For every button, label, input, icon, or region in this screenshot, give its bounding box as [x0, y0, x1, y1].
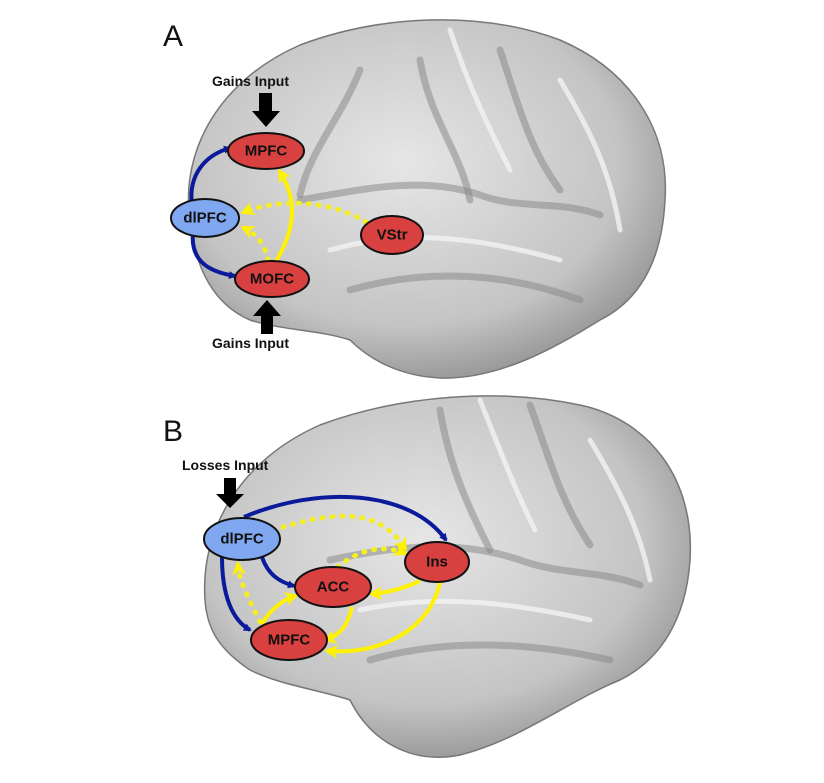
node-mpfc-b: MPFC: [250, 619, 328, 661]
gains-input-top-arrow: [252, 93, 280, 127]
node-label: Ins: [426, 554, 448, 571]
edge-dlpfc-to-ins: [243, 494, 448, 542]
edge-vstr-to-dlpfc: [240, 200, 369, 225]
node-label: dlPFC: [220, 531, 263, 548]
panel-b: B Losses Input dlPFC ACC Ins MPFC: [163, 395, 692, 758]
edge-mofc-to-dlpfc: [240, 225, 271, 263]
node-label: MPFC: [245, 143, 288, 160]
node-acc-b: ACC: [294, 566, 372, 608]
losses-input-label: Losses Input: [182, 457, 269, 473]
node-label: MOFC: [250, 271, 294, 288]
node-mpfc-a: MPFC: [227, 132, 305, 170]
edge-dlpfc-to-mpfc: [220, 556, 252, 632]
edge-dlpfc-to-mofc: [190, 231, 237, 280]
edge-mofc-to-mpfc: [274, 168, 294, 263]
node-dlpfc-a: dlPFC: [170, 198, 240, 238]
node-label: MPFC: [268, 632, 311, 649]
node-label: ACC: [317, 579, 350, 596]
edge-ins-dlpfc-bidirectional: [280, 513, 408, 552]
edge-mpfc-to-dlpfc: [232, 561, 263, 625]
panel-a: A Gains Input Gains Input MPFC dlPFC MOF…: [163, 19, 667, 379]
node-dlpfc-b: dlPFC: [203, 517, 281, 561]
node-ins-b: Ins: [404, 541, 470, 583]
gains-input-top-label: Gains Input: [212, 73, 289, 89]
gains-input-bottom-arrow: [253, 300, 281, 334]
node-mofc-a: MOFC: [234, 260, 310, 298]
node-label: dlPFC: [183, 210, 226, 227]
edge-ins-to-acc: [368, 579, 421, 601]
edge-acc-to-ins: [335, 542, 408, 570]
edge-acc-to-mpfc: [322, 606, 354, 644]
panel-letter-b: B: [163, 415, 183, 448]
edge-dlpfc-to-acc: [260, 556, 296, 589]
edge-ins-to-mpfc: [324, 581, 442, 659]
panel-letter-a: A: [163, 20, 183, 53]
losses-input-arrow: [216, 478, 244, 508]
gains-input-bottom-label: Gains Input: [212, 335, 289, 351]
edge-mpfc-to-acc: [260, 592, 299, 626]
node-vstr-a: VStr: [360, 215, 424, 255]
edge-dlpfc-to-mpfc: [189, 145, 232, 206]
node-label: VStr: [377, 227, 408, 244]
